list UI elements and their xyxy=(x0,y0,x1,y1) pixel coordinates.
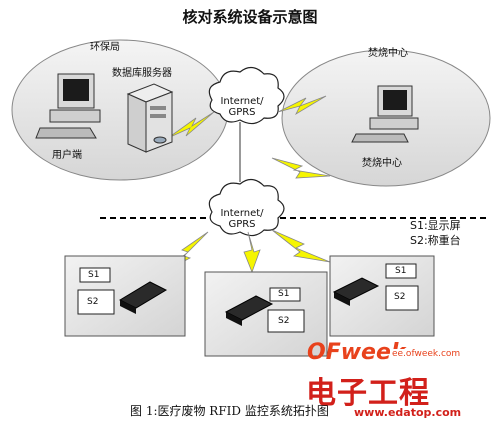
internet-gprs-cloud-bottom xyxy=(208,178,285,237)
incineration-center-label: 焚烧中心 xyxy=(368,48,408,59)
s1-display-1 xyxy=(79,267,111,283)
s2-scale-2 xyxy=(267,309,305,333)
environment-bureau-site xyxy=(11,39,229,181)
station-2-s2-label: S2 xyxy=(278,316,290,326)
station-1-s1-label: S1 xyxy=(88,270,100,280)
station-1-s2-label: S2 xyxy=(87,297,99,307)
internet-gprs-cloud-top xyxy=(208,66,285,125)
database-server-label: 数据库服务器 xyxy=(112,68,172,79)
station-2-s1-label: S1 xyxy=(278,289,290,299)
watermark-big-text: 电子工程 xyxy=(306,376,430,411)
watermark-url: ee.ofweek.com xyxy=(390,349,463,359)
cloud-label-bottom-line2: GPRS xyxy=(228,219,256,230)
user-terminal-label: 用户端 xyxy=(52,150,82,161)
rfid-reader-2 xyxy=(224,295,274,326)
watermark-brand: OFweek xyxy=(307,340,406,365)
cloud-label-top-line1: Internet/ xyxy=(220,96,264,107)
incineration-client-label: 焚烧中心 xyxy=(362,158,402,169)
station-box-2 xyxy=(204,271,328,357)
s1-display-3 xyxy=(385,263,417,279)
figure-caption: 图 1:医疗废物 RFID 监控系统拓扑图 xyxy=(130,404,329,418)
environment-bureau-label: 环保局 xyxy=(90,42,120,53)
cloud-label-bottom-line1: Internet/ xyxy=(220,208,264,219)
s1-display-2 xyxy=(269,287,301,302)
database-server-icon xyxy=(126,83,174,153)
cloud-label-top-line2: GPRS xyxy=(228,107,256,118)
station-3-s1-label: S1 xyxy=(395,266,407,276)
watermark-url2: www.edatop.com xyxy=(354,406,462,419)
station-3-s2-label: S2 xyxy=(394,292,406,302)
s2-scale-1 xyxy=(77,289,115,315)
rfid-reader-3 xyxy=(332,277,380,306)
cloud-label-top: Internet/ GPRS xyxy=(220,96,264,118)
incineration-computer-icon xyxy=(351,85,419,143)
cloud-label-bottom: Internet/ GPRS xyxy=(220,208,264,230)
legend: S1:显示屏 S2:称重台 xyxy=(410,218,461,248)
legend-s2: S2:称重台 xyxy=(410,234,461,247)
user-computer-icon xyxy=(35,73,101,139)
diagram-title: 核对系统设备示意图 xyxy=(182,8,318,26)
s2-scale-3 xyxy=(385,285,419,311)
legend-s1: S1:显示屏 xyxy=(410,219,461,232)
rfid-reader-1 xyxy=(118,281,168,314)
